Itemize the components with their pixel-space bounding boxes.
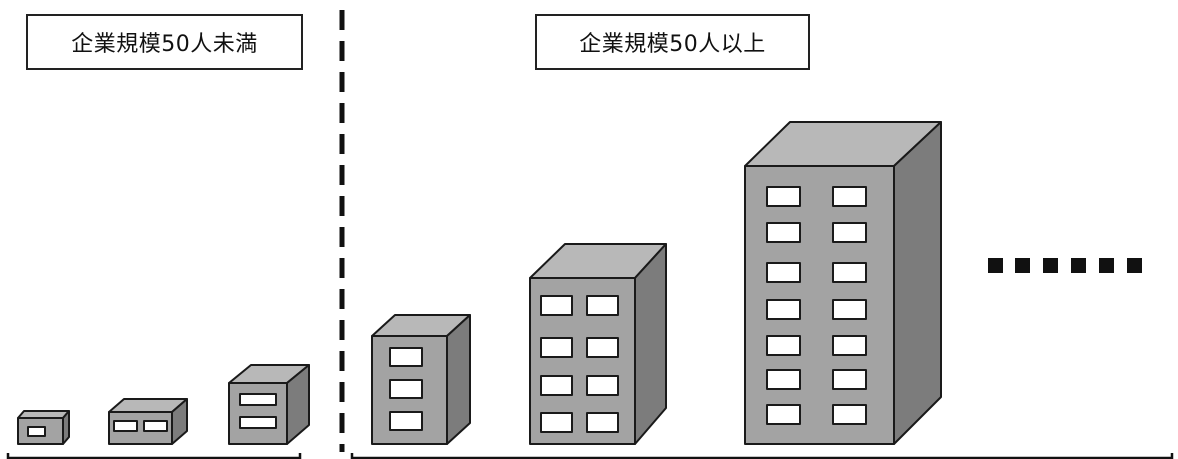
- dot: [1071, 258, 1086, 273]
- window: [832, 186, 867, 207]
- window: [239, 393, 277, 406]
- building-two-floor: [228, 364, 310, 445]
- window: [766, 262, 801, 283]
- dot: [1043, 258, 1058, 273]
- bracket-under-50: [6, 453, 302, 459]
- window: [143, 420, 168, 432]
- window: [586, 375, 619, 396]
- window: [832, 369, 867, 390]
- window: [832, 262, 867, 283]
- window: [766, 369, 801, 390]
- window: [832, 404, 867, 425]
- dot: [1099, 258, 1114, 273]
- window: [766, 186, 801, 207]
- dot: [1127, 258, 1142, 273]
- window: [389, 347, 423, 367]
- window: [766, 335, 801, 356]
- building-three-floor: [371, 314, 471, 445]
- window: [832, 299, 867, 320]
- window: [239, 416, 277, 429]
- window: [586, 412, 619, 433]
- building-tiny: [17, 410, 70, 445]
- window: [389, 411, 423, 431]
- window: [586, 337, 619, 358]
- window: [766, 222, 801, 243]
- dot: [1015, 258, 1030, 273]
- building-medium-tower: [529, 243, 667, 445]
- window: [586, 295, 619, 316]
- window: [389, 379, 423, 399]
- bracket-50-and-over: [350, 453, 1174, 459]
- window: [766, 299, 801, 320]
- window: [540, 412, 573, 433]
- window: [766, 404, 801, 425]
- window: [540, 295, 573, 316]
- label-50-and-over-text: 企業規模50人以上: [579, 32, 766, 57]
- window: [832, 335, 867, 356]
- dot: [988, 258, 1003, 273]
- label-under-50: 企業規模50人未満: [26, 14, 303, 70]
- label-under-50-text: 企業規模50人未満: [71, 32, 258, 57]
- window: [113, 420, 138, 432]
- window: [540, 375, 573, 396]
- continuation-dots: [988, 258, 1142, 273]
- window: [27, 426, 46, 437]
- window: [832, 222, 867, 243]
- building-tall-tower: [744, 121, 942, 445]
- window: [540, 337, 573, 358]
- label-50-and-over: 企業規模50人以上: [535, 14, 810, 70]
- building-small: [108, 398, 188, 445]
